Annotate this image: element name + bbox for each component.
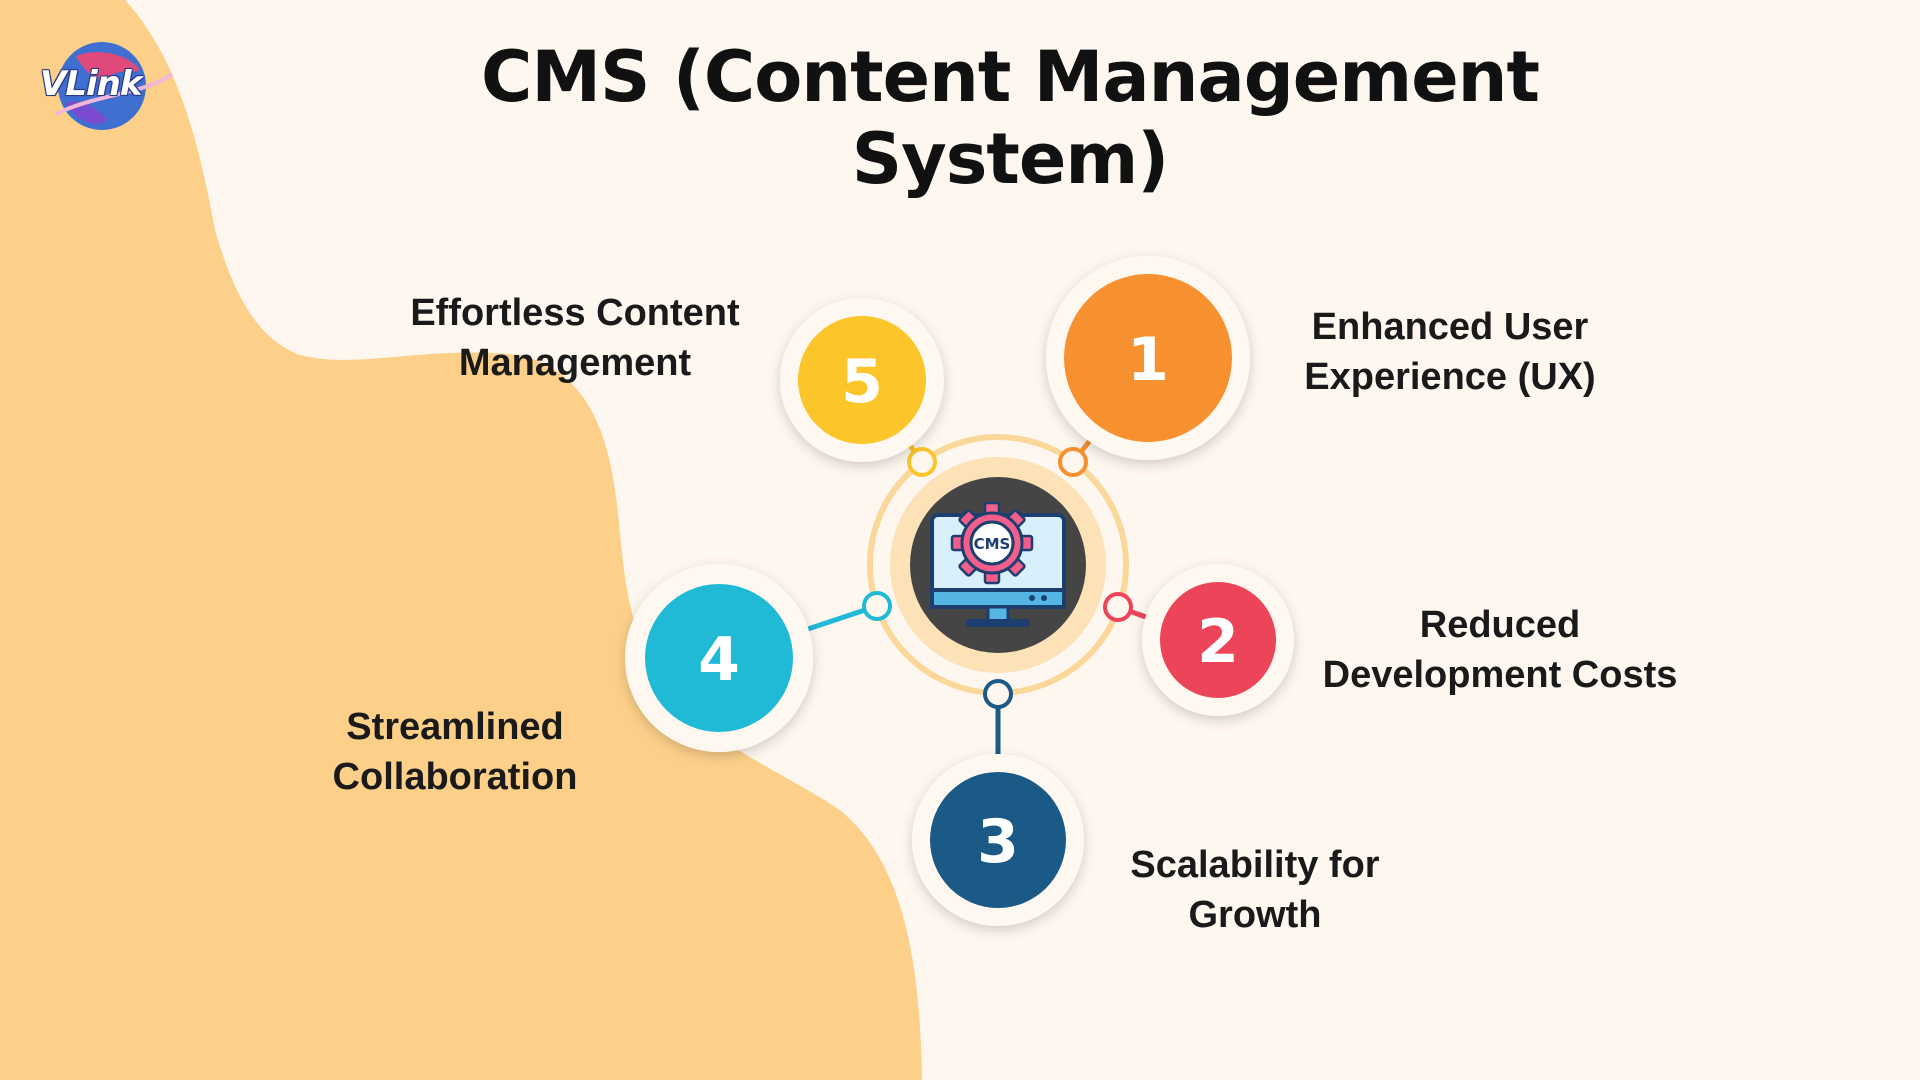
gear-center [969,520,1015,566]
label-5-line1: Effortless Content [410,292,740,334]
connection-dots [862,447,1133,709]
label-3-line1: Scalability for [1130,844,1380,886]
label-5-line2: Management [458,342,692,384]
label-2-line1: Reduced [1419,604,1581,646]
label-2: Reduced Development Costs [1290,600,1710,700]
node-1-number: 1 [1127,325,1169,395]
monitor-stand [966,619,1030,627]
node-2: 2 [1142,564,1294,716]
monitor-led-1 [1029,595,1035,601]
node-5: 5 [780,298,944,462]
node-5-number: 5 [841,347,883,417]
node-1-disc [1064,274,1232,442]
dot-3 [983,679,1013,709]
monitor-neck [986,605,1010,623]
logo-text: VLink [40,64,142,104]
label-1: Enhanced User Experience (UX) [1240,302,1660,402]
node-4-disc [645,584,793,732]
monitor-led-2 [1041,595,1047,601]
vlink-logo [55,42,174,130]
label-4-line2: Collaboration [332,756,578,798]
label-3-line2: Growth [1188,894,1322,936]
node-4: 4 [625,564,813,752]
dot-2 [1103,592,1133,622]
node-3: 3 [912,754,1084,926]
globe-land [76,52,140,79]
label-4: Streamlined Collaboration [270,702,640,802]
center-icon-text: CMS [974,535,1011,553]
dot-4 [862,591,892,621]
label-1-line2: Experience (UX) [1304,356,1596,398]
dot-1 [1058,447,1088,477]
node-2-disc [1160,582,1276,698]
label-1-line1: Enhanced User [1311,306,1589,348]
node-3-number: 3 [977,807,1019,877]
node-2-number: 2 [1197,607,1239,677]
node-3-disc [930,772,1066,908]
monitor-gear-icon: CMS [930,501,1066,627]
label-3: Scalability for Growth [1060,840,1450,940]
label-5: Effortless Content Management [370,288,780,388]
gear-icon: CMS [950,501,1034,585]
globe-swoosh [55,72,174,116]
label-4-line1: Streamlined [346,706,564,748]
node-5-disc [798,316,926,444]
page-title: CMS (Content Management System) [481,36,1540,200]
label-2-line2: Development Costs [1322,654,1678,696]
center-hub: CMS [867,434,1129,696]
dot-5 [907,447,937,477]
node-4-number: 4 [698,625,740,695]
node-1: 1 [1046,256,1250,460]
orange-blob-shape [0,0,922,1080]
